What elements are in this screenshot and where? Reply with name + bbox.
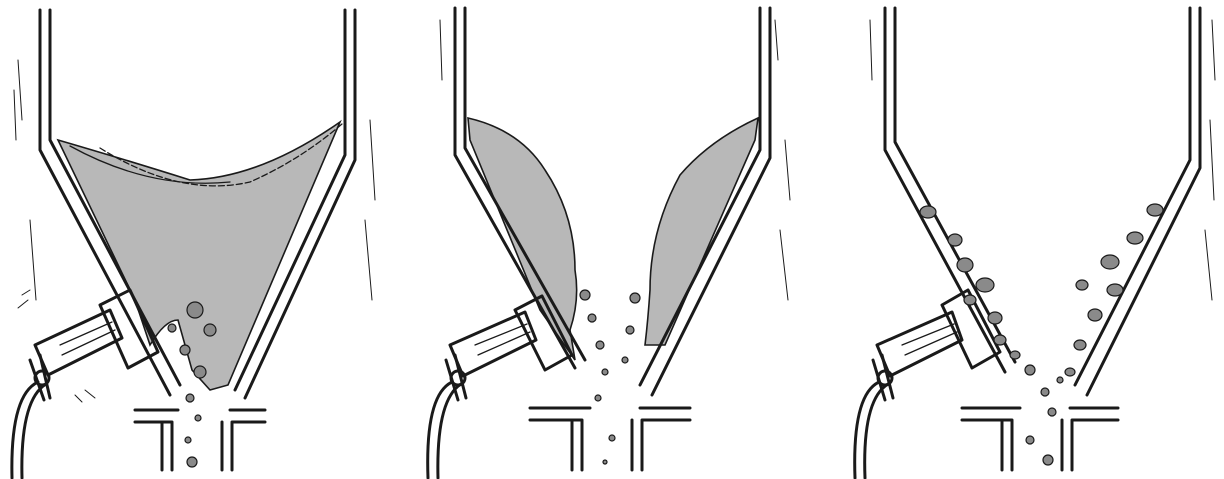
hopper-right-wall-inner-panel-3 xyxy=(1087,8,1200,395)
outlet-flange-right-panel-2 xyxy=(632,408,690,470)
panel-1 xyxy=(12,10,375,478)
falling-material-panel-3 xyxy=(1025,365,1063,465)
motion-lines-panel-3 xyxy=(870,20,1215,300)
outlet-flange-left-panel-3 xyxy=(962,408,1020,470)
outlet-flange-left-panel-2 xyxy=(530,408,590,470)
hopper-right-wall-panel-3 xyxy=(1075,8,1190,385)
outlet-flange-right-panel-3 xyxy=(1062,408,1118,470)
powder-right-wall-panel-2 xyxy=(645,118,758,345)
outlet-flange-left-panel-1 xyxy=(135,410,178,470)
hopper-left-wall-panel-3 xyxy=(885,8,1005,372)
panel-3 xyxy=(855,8,1215,478)
panel-2 xyxy=(428,8,790,478)
hopper-left-wall-inner-panel-3 xyxy=(895,8,1015,362)
vibrator-panel-1 xyxy=(12,290,158,478)
lumps-right-wall-panel-3 xyxy=(1065,204,1163,376)
vibrator-panel-3 xyxy=(855,290,1000,478)
outlet-flange-right-panel-1 xyxy=(222,410,265,470)
